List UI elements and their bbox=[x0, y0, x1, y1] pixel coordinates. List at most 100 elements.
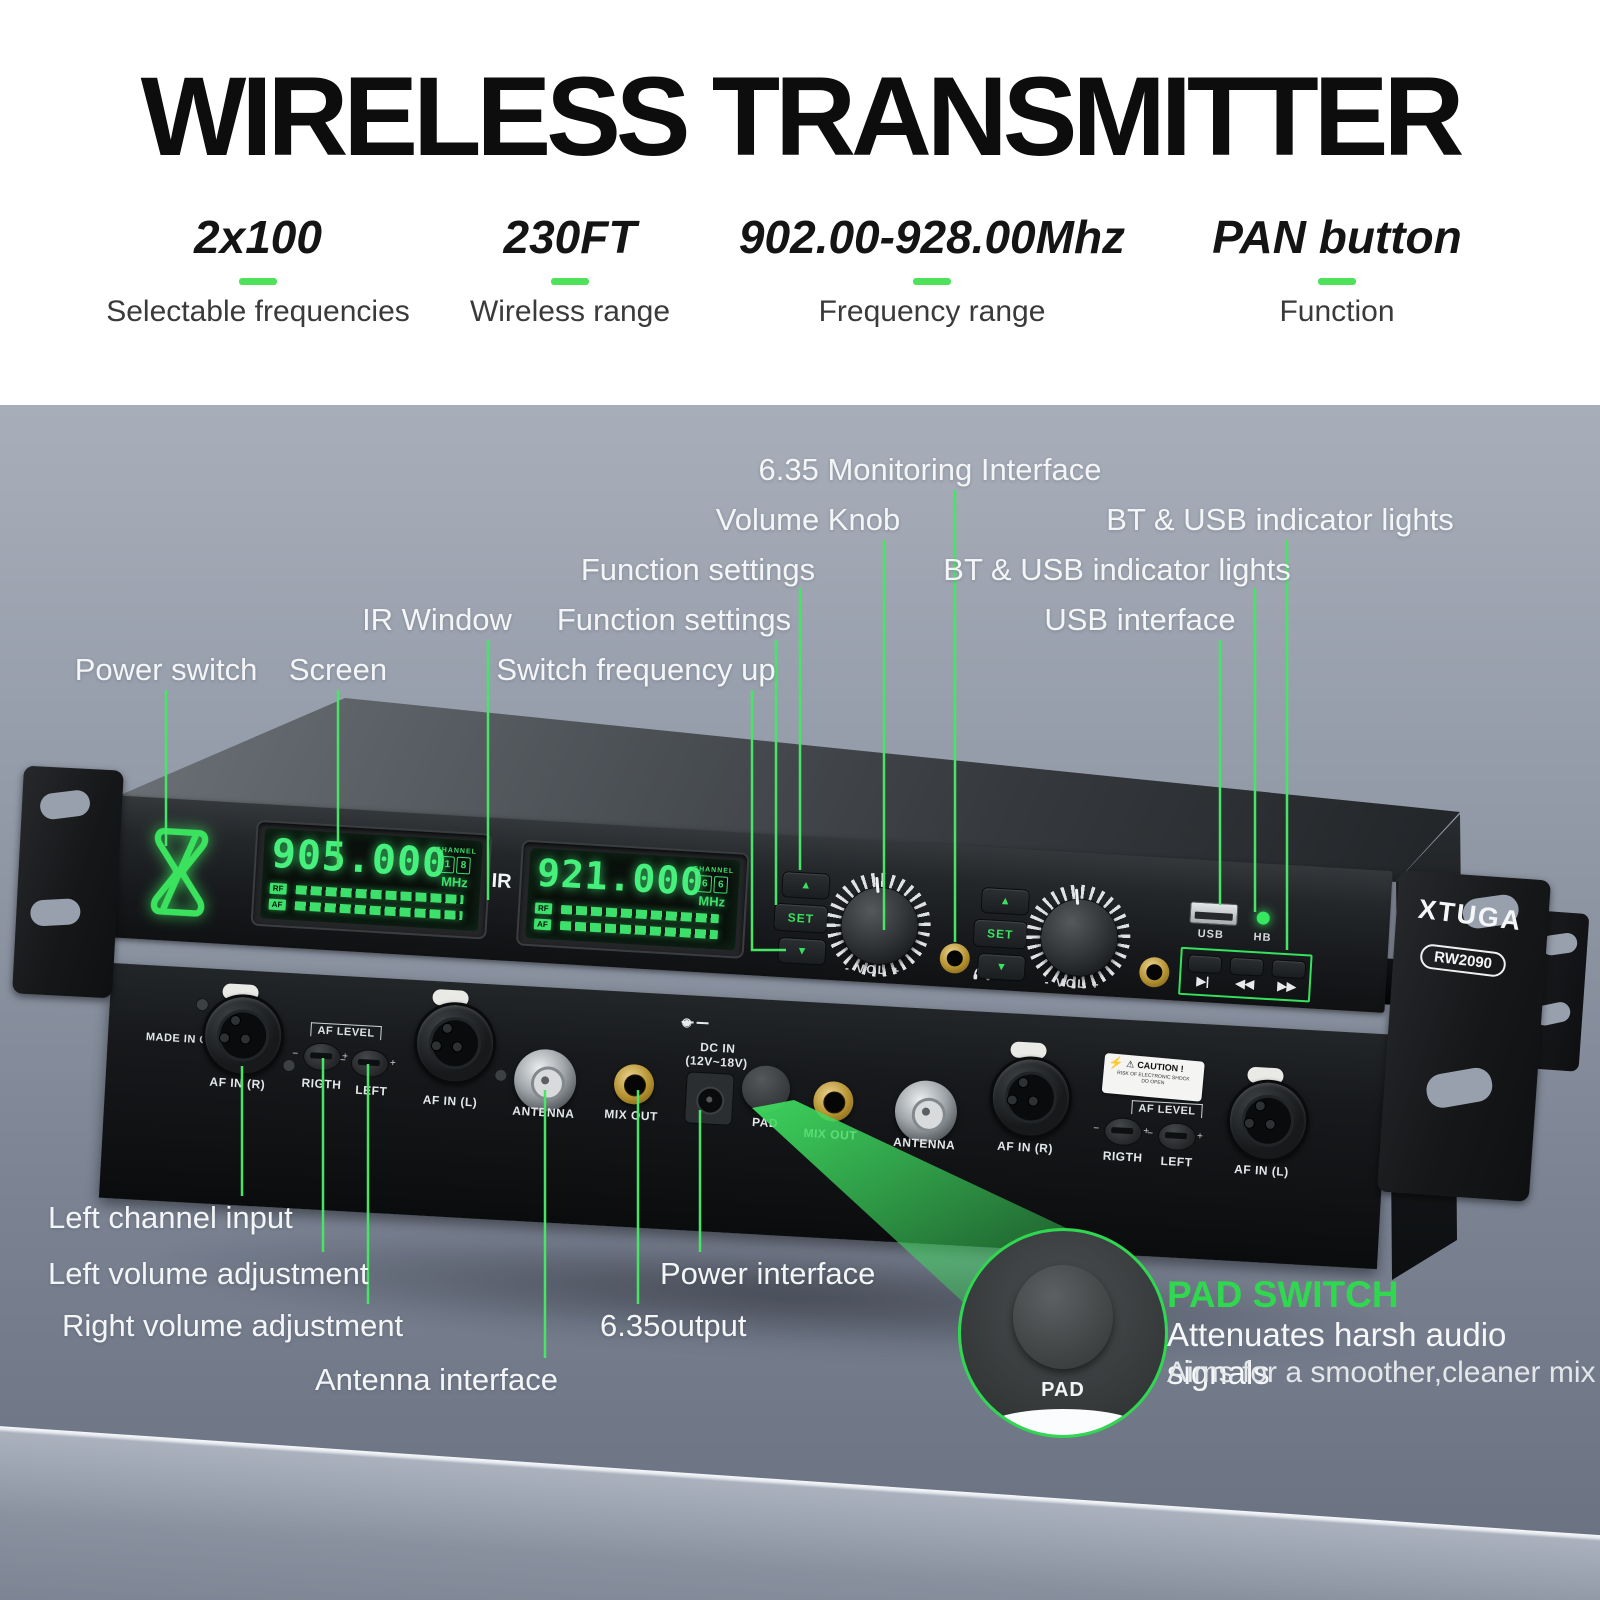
spec-underline bbox=[239, 278, 277, 285]
callout-ir-window: IR Window bbox=[362, 602, 512, 637]
pad-zoom-circle: PAD bbox=[958, 1228, 1168, 1438]
monitor-jack-2[interactable] bbox=[1138, 956, 1171, 989]
usb-label: USB bbox=[1197, 927, 1225, 942]
frequency-down-button-2[interactable]: ▼ bbox=[976, 952, 1027, 982]
callout-bt-usb-1: BT & USB indicator lights bbox=[1106, 502, 1454, 537]
frequency-readout-2: 921.000 bbox=[535, 850, 706, 905]
antenna-label-2: ANTENNA bbox=[892, 1134, 956, 1153]
af-in-r-label-2: AF IN (R) bbox=[996, 1138, 1054, 1156]
spec-underline bbox=[1318, 278, 1356, 285]
spec-underline bbox=[913, 278, 951, 285]
spec-wireless-range: 230FT Wireless range bbox=[360, 210, 780, 329]
rack-hole bbox=[29, 898, 82, 927]
warning-icon: ⚠ bbox=[1125, 1058, 1135, 1070]
screw-icon bbox=[282, 1058, 296, 1073]
play-pause-button[interactable] bbox=[1187, 954, 1223, 975]
hb-label: HB bbox=[1253, 931, 1272, 945]
callout-635-output: 6.35output bbox=[600, 1308, 747, 1343]
vol-label-1: - VOL + bbox=[844, 960, 902, 979]
left-level-knob-1[interactable]: −+ bbox=[340, 1046, 396, 1080]
forward-icon: ▶▶ bbox=[1277, 978, 1297, 994]
right-level-knob-1[interactable]: −+ bbox=[292, 1040, 348, 1074]
antenna-label-1: ANTENNA bbox=[511, 1103, 575, 1122]
set-button-1[interactable]: SET bbox=[773, 902, 829, 934]
right-level-knob-2[interactable]: −+ bbox=[1093, 1114, 1149, 1148]
spec-underline bbox=[551, 278, 589, 285]
mix-out-jack-1[interactable] bbox=[612, 1063, 656, 1106]
callout-power-switch: Power switch bbox=[74, 652, 258, 687]
pad-switch-button[interactable] bbox=[740, 1064, 792, 1114]
floor-edge-highlight bbox=[0, 1422, 1600, 1600]
pad-switch-line2: Aims for a smoother,cleaner mix bbox=[1167, 1356, 1596, 1389]
spec-selectable-frequencies: 2x100 Selectable frequencies bbox=[48, 210, 468, 329]
callout-antenna-interface: Antenna interface bbox=[315, 1362, 559, 1397]
dc-polarity-icon: ⊖ ◉ ⊕ bbox=[681, 1015, 709, 1029]
power-switch-logo[interactable] bbox=[145, 823, 214, 921]
callout-bt-usb-2: BT & USB indicator lights bbox=[943, 552, 1291, 587]
mix-out-jack-2[interactable] bbox=[812, 1080, 855, 1123]
callout-function-settings-1: Function settings bbox=[580, 552, 816, 587]
callout-power-interface: Power interface bbox=[660, 1256, 876, 1291]
callout-right-volume: Right volume adjustment bbox=[62, 1308, 404, 1343]
callout-monitoring: 6.35 Monitoring Interface bbox=[758, 452, 1102, 487]
screw-icon bbox=[493, 1068, 508, 1083]
spec-frequency-range: 902.00-928.00Mhz Frequency range bbox=[722, 210, 1142, 329]
rack-hole bbox=[38, 788, 92, 821]
af-in-l-label-1: AF IN (L) bbox=[422, 1092, 478, 1110]
right-knob-label-1: RIGTH bbox=[301, 1075, 342, 1092]
spec-value: 902.00-928.00Mhz bbox=[738, 211, 1126, 263]
callout-function-settings-2: Function settings bbox=[556, 602, 792, 637]
page-title: WIRELESS TRANSMITTER bbox=[140, 54, 1465, 179]
af-in-l-connector-1[interactable] bbox=[411, 1000, 499, 1087]
dc-range-label: (12V~18V) bbox=[685, 1053, 748, 1071]
af-level-label-2: AF LEVEL bbox=[1131, 1100, 1203, 1119]
pad-button-enlarged[interactable] bbox=[1013, 1265, 1113, 1369]
meter-bar bbox=[559, 920, 719, 940]
left-level-knob-2[interactable]: −+ bbox=[1147, 1119, 1203, 1153]
pad-circle-highlight bbox=[983, 1409, 1143, 1435]
frequency-up-button-1[interactable]: ▲ bbox=[781, 871, 831, 900]
callout-switch-freq-up: Switch frequency up bbox=[496, 652, 776, 687]
frequency-readout-1: 905.000 bbox=[270, 830, 449, 888]
frequency-down-button-1[interactable]: ▼ bbox=[777, 936, 827, 966]
volume-knob-2[interactable] bbox=[1023, 881, 1134, 992]
af-in-r-connector-2[interactable] bbox=[987, 1054, 1075, 1141]
monitor-jack-1[interactable] bbox=[938, 942, 971, 975]
af-level-label-1: AF LEVEL bbox=[310, 1022, 383, 1041]
mix-out-label-1: MIX OUT bbox=[603, 1106, 659, 1124]
forward-button[interactable] bbox=[1271, 959, 1307, 980]
pad-switch-line1: Attenuates harsh audio signals bbox=[1167, 1316, 1507, 1391]
right-knob-label-2: RIGTH bbox=[1102, 1148, 1143, 1165]
spec-label: Wireless range bbox=[469, 295, 671, 328]
left-knob-label-2: LEFT bbox=[1160, 1153, 1193, 1170]
play-pause-icon: ▶| bbox=[1196, 973, 1210, 989]
af-in-r-label-1: AF IN (R) bbox=[209, 1074, 266, 1092]
af-in-l-connector-2[interactable] bbox=[1224, 1077, 1312, 1165]
callout-volume-knob: Volume Knob bbox=[715, 502, 901, 537]
rack-ear-left bbox=[12, 765, 124, 999]
caution-label: ⚡ ⚠ CAUTION ! RISK OF ELECTRONIC SHOCK D… bbox=[1101, 1052, 1205, 1102]
set-button-2[interactable]: SET bbox=[972, 918, 1029, 950]
dc-power-jack[interactable] bbox=[683, 1071, 735, 1126]
spec-value: PAN button bbox=[1212, 211, 1462, 263]
spec-label: Function bbox=[1279, 295, 1395, 328]
screw-icon bbox=[195, 997, 210, 1012]
pad-button-label: PAD bbox=[1041, 1379, 1085, 1401]
rewind-button[interactable] bbox=[1229, 956, 1265, 977]
frequency-up-button-2[interactable]: ▲ bbox=[980, 886, 1031, 916]
rewind-icon: ◀◀ bbox=[1235, 976, 1255, 992]
callout-left-channel-input: Left channel input bbox=[48, 1200, 293, 1235]
spec-pan-button: PAN button Function bbox=[1127, 210, 1547, 329]
usb-port[interactable] bbox=[1189, 901, 1239, 927]
callout-screen: Screen bbox=[288, 652, 388, 687]
spec-value: 230FT bbox=[503, 211, 637, 263]
ir-window: IR bbox=[490, 869, 513, 893]
spec-label: Frequency range bbox=[818, 295, 1046, 328]
af-in-r-connector-1[interactable] bbox=[199, 992, 287, 1079]
